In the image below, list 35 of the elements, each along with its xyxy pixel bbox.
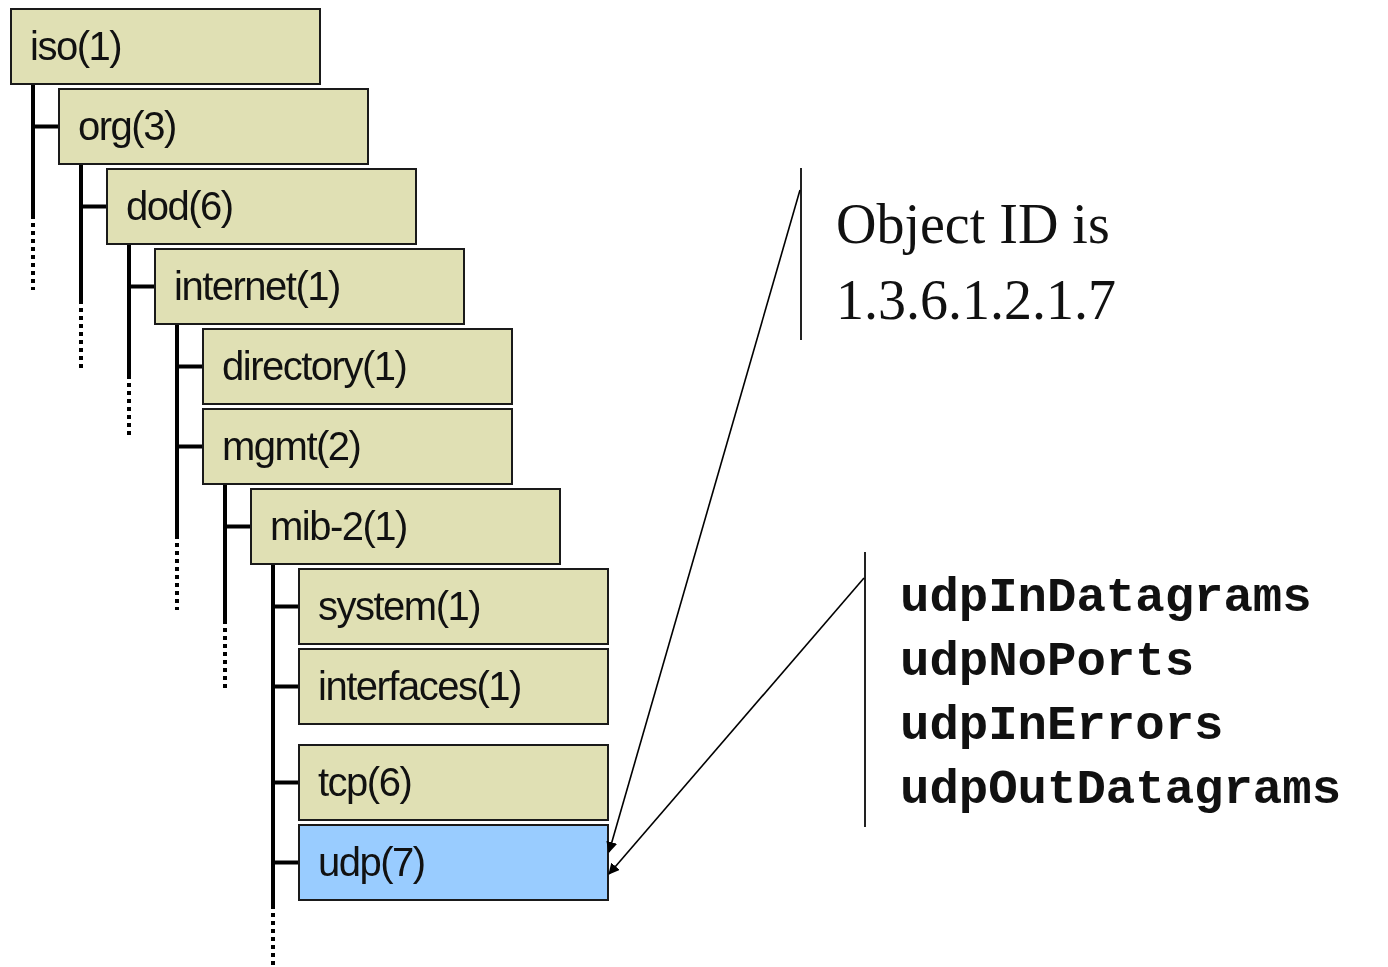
node-label: iso(1) bbox=[30, 24, 122, 69]
pointer-arrow bbox=[608, 577, 865, 875]
node-label: directory(1) bbox=[222, 344, 407, 389]
tree-node-box bbox=[202, 328, 513, 405]
tree-node-box bbox=[250, 488, 561, 565]
node-label: dod(6) bbox=[126, 184, 233, 229]
tree-connector-line bbox=[271, 565, 298, 865]
node-label: internet(1) bbox=[174, 264, 340, 309]
tree-node-box bbox=[154, 248, 465, 325]
tree-node-box bbox=[202, 408, 513, 485]
object-name: udpNoPorts bbox=[900, 633, 1196, 692]
tree-connector-line bbox=[223, 485, 250, 529]
tree-connector-line bbox=[175, 325, 202, 449]
node-label: system(1) bbox=[318, 584, 481, 629]
object-name: udpOutDatagrams bbox=[900, 761, 1343, 820]
tree-node-box bbox=[58, 88, 369, 165]
object-name: udpInDatagrams bbox=[900, 569, 1313, 628]
tree-connector-line bbox=[31, 85, 58, 129]
node-label: interfaces(1) bbox=[318, 664, 521, 709]
tree-node-box bbox=[298, 744, 609, 821]
object-name: udpInErrors bbox=[900, 697, 1225, 756]
tree-connector-line bbox=[127, 245, 154, 289]
tree-node-box bbox=[10, 8, 321, 85]
tree-node-box bbox=[298, 648, 609, 725]
node-label: mgmt(2) bbox=[222, 424, 361, 469]
highlighted-node-box bbox=[298, 824, 609, 901]
pointer-arrow bbox=[606, 189, 801, 854]
tree-node-box bbox=[106, 168, 417, 245]
node-label: org(3) bbox=[78, 104, 176, 149]
node-label: udp(7) bbox=[318, 840, 425, 885]
annotation-text: Object ID is 1.3.6.1.2.1.7 bbox=[836, 192, 1117, 333]
node-label: tcp(6) bbox=[318, 760, 412, 805]
tree-node-box bbox=[298, 568, 609, 645]
tree-connector-line bbox=[79, 165, 106, 209]
node-label: mib-2(1) bbox=[270, 504, 407, 549]
